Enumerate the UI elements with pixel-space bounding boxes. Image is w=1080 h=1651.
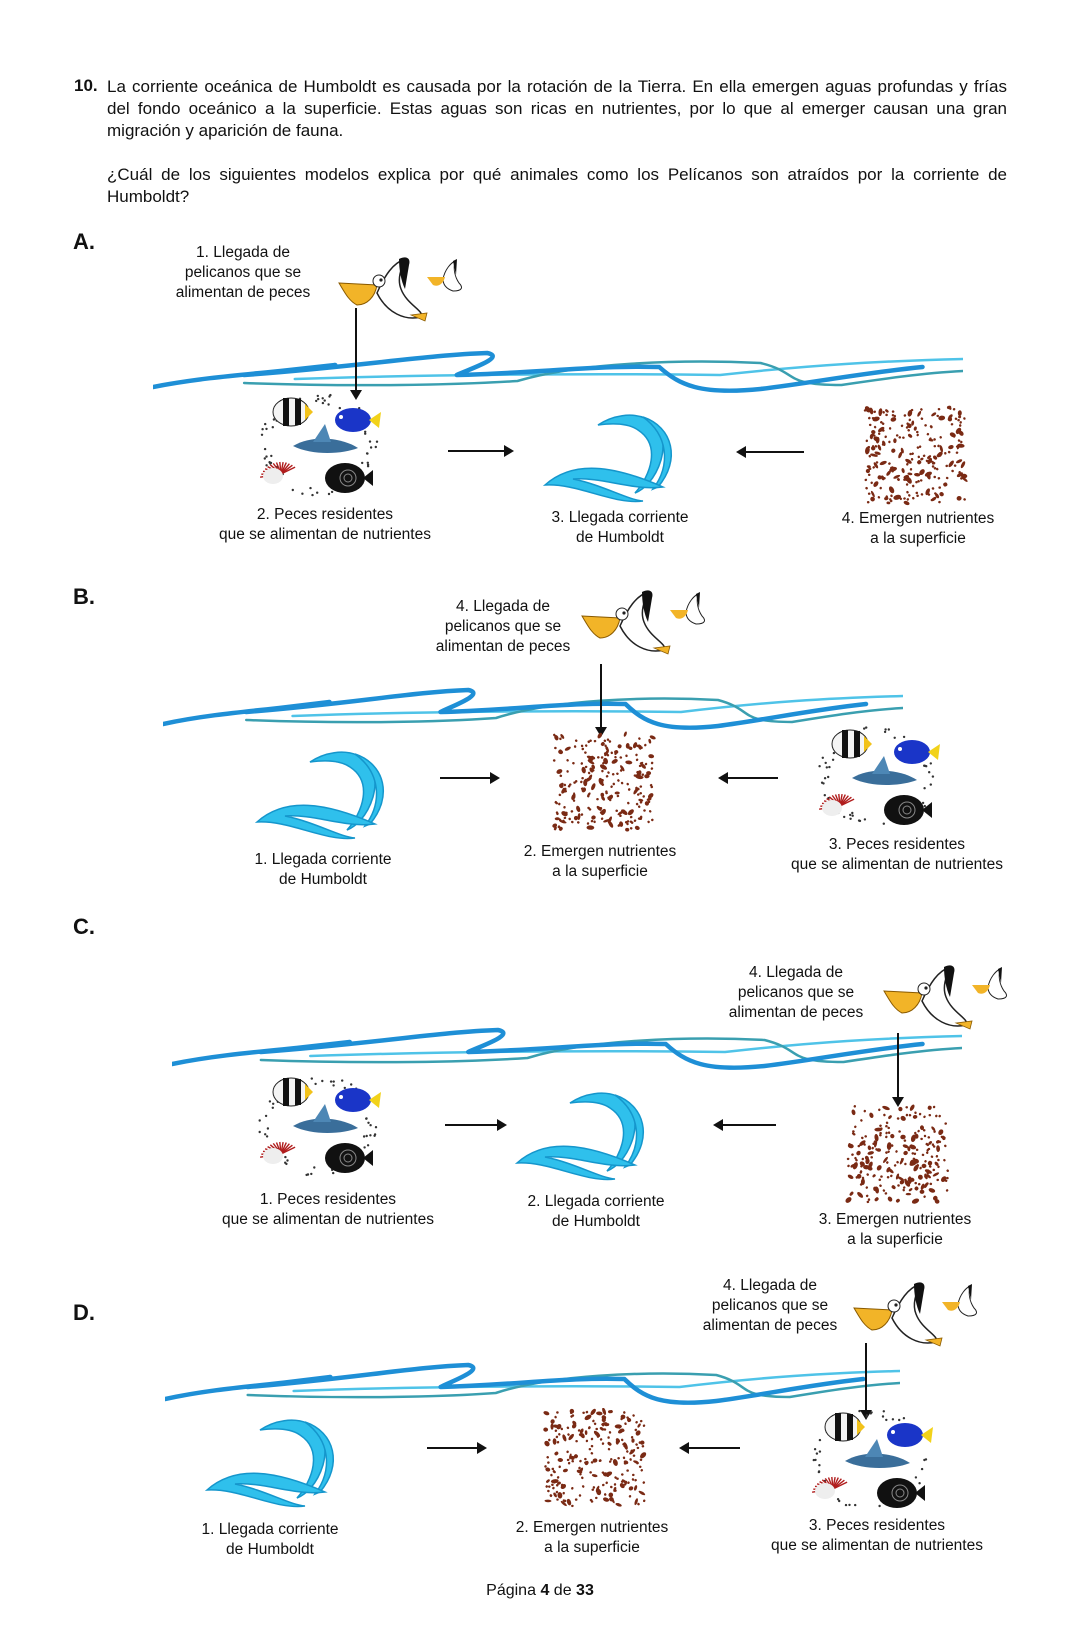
right-arrow-icon xyxy=(427,1442,487,1454)
nutrients-step-label-line: a la superficie xyxy=(847,1231,943,1248)
nutrients-step-label-line: a la superficie xyxy=(544,1539,640,1556)
question-paragraph: La corriente oceánica de Humboldt es cau… xyxy=(107,77,1007,140)
nutrients-step-label-line: 4. Emergen nutrientes xyxy=(841,510,995,527)
nutrients-particles-icon xyxy=(863,405,968,506)
left-arrow-icon xyxy=(713,1119,776,1131)
fish-step-label-line: 2. Peces residentes xyxy=(256,506,394,523)
humboldt-current-icon xyxy=(205,1419,334,1508)
humboldt-current-icon xyxy=(515,1092,644,1181)
right-arrow-icon xyxy=(440,772,500,784)
fish-step-label: 3. Peces residentes que se alimentan de n… xyxy=(771,1516,983,1556)
pelicans-step-label-line: 4. Llegada de xyxy=(456,598,550,615)
fish-step-label: 3. Peces residentes que se alimentan de n… xyxy=(791,835,1003,875)
pelicans-step-label: 4. Llegada de pelicanos que se alimentan d… xyxy=(703,1276,837,1336)
current-step-label-line: 2. Llegada corriente xyxy=(527,1193,665,1210)
fish-step-label-line: que se alimentan de nutrientes xyxy=(219,526,431,543)
left-arrow-icon xyxy=(679,1442,740,1454)
resident-fish-icon xyxy=(258,1077,381,1177)
option-letter[interactable]: D. xyxy=(73,1300,95,1325)
pelicans-step-label-line: 4. Llegada de xyxy=(749,964,843,981)
pelicans-step-label-line: pelicanos que se xyxy=(444,618,562,635)
page-footer: Página 4 de 33 xyxy=(0,1582,1080,1600)
down-arrow-icon xyxy=(595,664,607,737)
nutrients-step-label-line: 2. Emergen nutrientes xyxy=(523,843,677,860)
pelicans-step-label-line: alimentan de peces xyxy=(728,1004,864,1021)
pelican-icon xyxy=(581,590,705,655)
fish-step-label: 1. Peces residentes que se alimentan de n… xyxy=(222,1190,434,1230)
current-step-label: 1. Llegada corriente de Humboldt xyxy=(201,1520,338,1560)
humboldt-current-icon xyxy=(255,751,384,840)
pelicans-step-label: 1. Llegada de pelicanos que se alimentan d… xyxy=(176,243,310,303)
humboldt-current-icon xyxy=(543,414,672,503)
current-step-label-line: de Humboldt xyxy=(279,871,367,888)
pelican-icon xyxy=(338,257,462,322)
down-arrow-icon xyxy=(350,308,362,400)
pelicans-step-label-line: pelicanos que se xyxy=(737,984,855,1001)
current-step-label: 3. Llegada corriente de Humboldt xyxy=(551,508,688,548)
page-of: de xyxy=(553,1582,572,1599)
current-step-label-line: de Humboldt xyxy=(226,1541,314,1558)
right-arrow-icon xyxy=(445,1119,507,1131)
pelicans-step-label-line: 4. Llegada de xyxy=(723,1277,817,1294)
resident-fish-icon xyxy=(259,393,381,497)
ocean-surface-waves-icon xyxy=(165,1362,900,1405)
pelicans-step-label-line: alimentan de peces xyxy=(702,1317,838,1334)
ocean-surface-waves-icon xyxy=(153,350,963,393)
nutrients-step-label: 2. Emergen nutrientes a la superficie xyxy=(524,842,677,882)
question-prompt: ¿Cuál de los siguientes modelos explica … xyxy=(107,165,1007,206)
current-step-label-line: de Humboldt xyxy=(552,1213,640,1230)
fish-step-label-line: 3. Peces residentes xyxy=(808,1517,946,1534)
current-step-label-line: de Humboldt xyxy=(576,529,664,546)
resident-fish-icon xyxy=(811,1409,933,1508)
ocean-surface-waves-icon xyxy=(172,1027,962,1070)
pelicans-step-label-line: pelicanos que se xyxy=(184,264,302,281)
current-step-label-line: 1. Llegada corriente xyxy=(201,1521,339,1538)
ocean-surface-waves-icon xyxy=(163,687,903,730)
current-step-label: 1. Llegada corriente de Humboldt xyxy=(254,850,391,890)
fish-step-label-line: 1. Peces residentes xyxy=(259,1191,397,1208)
pelican-icon xyxy=(883,965,1007,1030)
nutrients-particles-icon xyxy=(552,731,656,832)
pelicans-step-label: 4. Llegada de pelicanos que se alimentan d… xyxy=(436,597,570,657)
down-arrow-icon xyxy=(892,1033,904,1107)
fish-step-label-line: que se alimentan de nutrientes xyxy=(771,1537,983,1554)
pelicans-step-label-line: alimentan de peces xyxy=(175,284,311,301)
current-step-label: 2. Llegada corriente de Humboldt xyxy=(527,1192,664,1232)
nutrients-step-label-line: 3. Emergen nutrientes xyxy=(818,1211,972,1228)
pelicans-step-label-line: pelicanos que se xyxy=(711,1297,829,1314)
fish-step-label-line: que se alimentan de nutrientes xyxy=(791,856,1003,873)
option-letter[interactable]: A. xyxy=(73,229,95,254)
nutrients-step-label: 2. Emergen nutrientes a la superficie xyxy=(516,1518,669,1558)
pelican-icon xyxy=(853,1282,977,1347)
right-arrow-icon xyxy=(448,445,514,457)
left-arrow-icon xyxy=(718,772,778,784)
resident-fish-icon xyxy=(818,726,940,825)
pelicans-step-label-line: 1. Llegada de xyxy=(196,244,290,261)
nutrients-step-label: 4. Emergen nutrientes a la superficie xyxy=(842,509,995,549)
fish-step-label-line: 3. Peces residentes xyxy=(828,836,966,853)
page-label: Página xyxy=(486,1582,536,1599)
question-number: 10. xyxy=(74,76,98,95)
fish-step-label-line: que se alimentan de nutrientes xyxy=(222,1211,434,1228)
current-step-label-line: 3. Llegada corriente xyxy=(551,509,689,526)
left-arrow-icon xyxy=(736,446,804,458)
nutrients-step-label-line: a la superficie xyxy=(870,530,966,547)
nutrients-step-label: 3. Emergen nutrientes a la superficie xyxy=(819,1210,972,1250)
nutrients-particles-icon xyxy=(543,1408,647,1508)
nutrients-particles-icon xyxy=(845,1104,949,1204)
total-pages: 33 xyxy=(576,1582,594,1599)
current-page: 4 xyxy=(540,1582,550,1599)
current-step-label-line: 1. Llegada corriente xyxy=(254,851,392,868)
pelicans-step-label: 4. Llegada de pelicanos que se alimentan d… xyxy=(729,963,863,1023)
option-letter[interactable]: C. xyxy=(73,914,95,939)
option-letter[interactable]: B. xyxy=(73,584,95,609)
nutrients-step-label-line: a la superficie xyxy=(552,863,648,880)
nutrients-step-label-line: 2. Emergen nutrientes xyxy=(515,1519,669,1536)
pelicans-step-label-line: alimentan de peces xyxy=(435,638,571,655)
fish-step-label: 2. Peces residentes que se alimentan de n… xyxy=(219,505,431,545)
